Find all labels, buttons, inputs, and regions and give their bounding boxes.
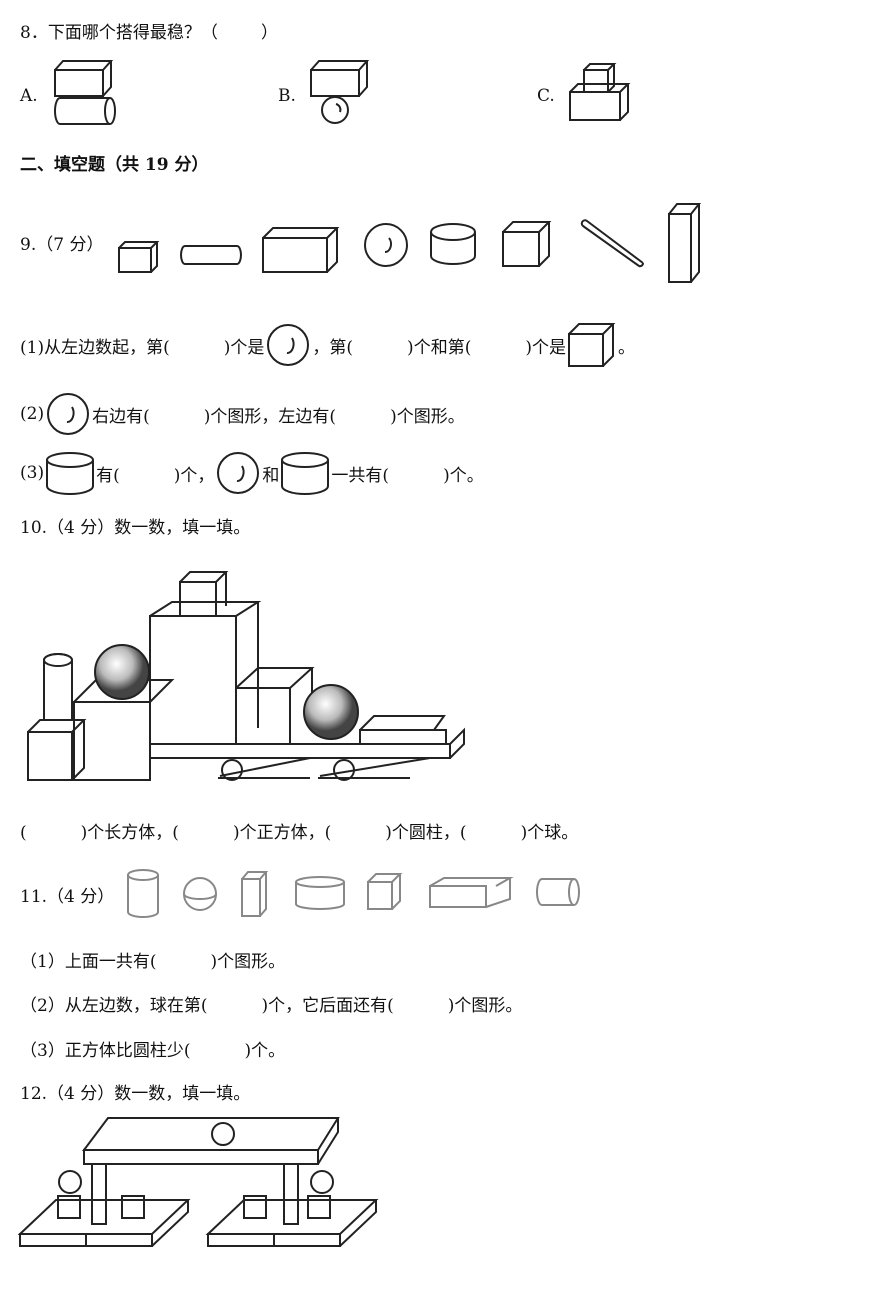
- q12-label: 12.（4 分）数一数，填一填。: [20, 1084, 251, 1104]
- ball-icon: [47, 393, 90, 435]
- ball-icon: [217, 452, 260, 494]
- q11-label: 11.（4 分）: [20, 887, 115, 907]
- cylinder-icon: [46, 452, 95, 495]
- q9-part3: (3) 有( )个， 和 一共有( )个。: [20, 450, 484, 496]
- q10-answer: ( )个长方体，( )个正方体，( )个圆柱，( )个球。: [20, 823, 579, 843]
- q12-table-figure: [18, 1117, 379, 1247]
- cylinder-icon: [281, 452, 330, 495]
- q11-part1: （1）上面一共有( )个图形。: [20, 952, 286, 972]
- q9-part2: (2) 右边有( )个图形，左边有( )个图形。: [20, 392, 465, 436]
- stack-box-on-cylinder-icon: [54, 60, 116, 125]
- section-heading: 二、填空题（共 19 分）: [20, 155, 209, 175]
- ball-icon: [267, 324, 310, 366]
- q11-shapes-row: [127, 869, 580, 918]
- q9-part1: (1)从左边数起，第( )个是 ，第( )个和第( )个是 。: [20, 322, 635, 368]
- stack-box-on-ball-icon: [310, 60, 370, 124]
- q8-option-a: A.: [20, 86, 38, 106]
- q9-label: 9.（7 分）: [20, 235, 104, 255]
- q10-label: 10.（4 分）数一数，填一填。: [20, 518, 251, 538]
- q10-train-figure: [27, 571, 465, 781]
- q11-part2: （2）从左边数，球在第( )个，它后面还有( )个图形。: [20, 996, 523, 1016]
- q9-shapes-row: [118, 203, 702, 283]
- stack-cube-on-box-icon: [569, 63, 631, 121]
- q11-part3: （3）正方体比圆柱少( )个。: [20, 1041, 286, 1061]
- cube-icon: [568, 323, 616, 367]
- q8-option-b: B.: [278, 86, 296, 106]
- q8-option-c: C.: [537, 86, 555, 106]
- q8-question: 8．下面哪个搭得最稳？（ ）: [20, 23, 279, 43]
